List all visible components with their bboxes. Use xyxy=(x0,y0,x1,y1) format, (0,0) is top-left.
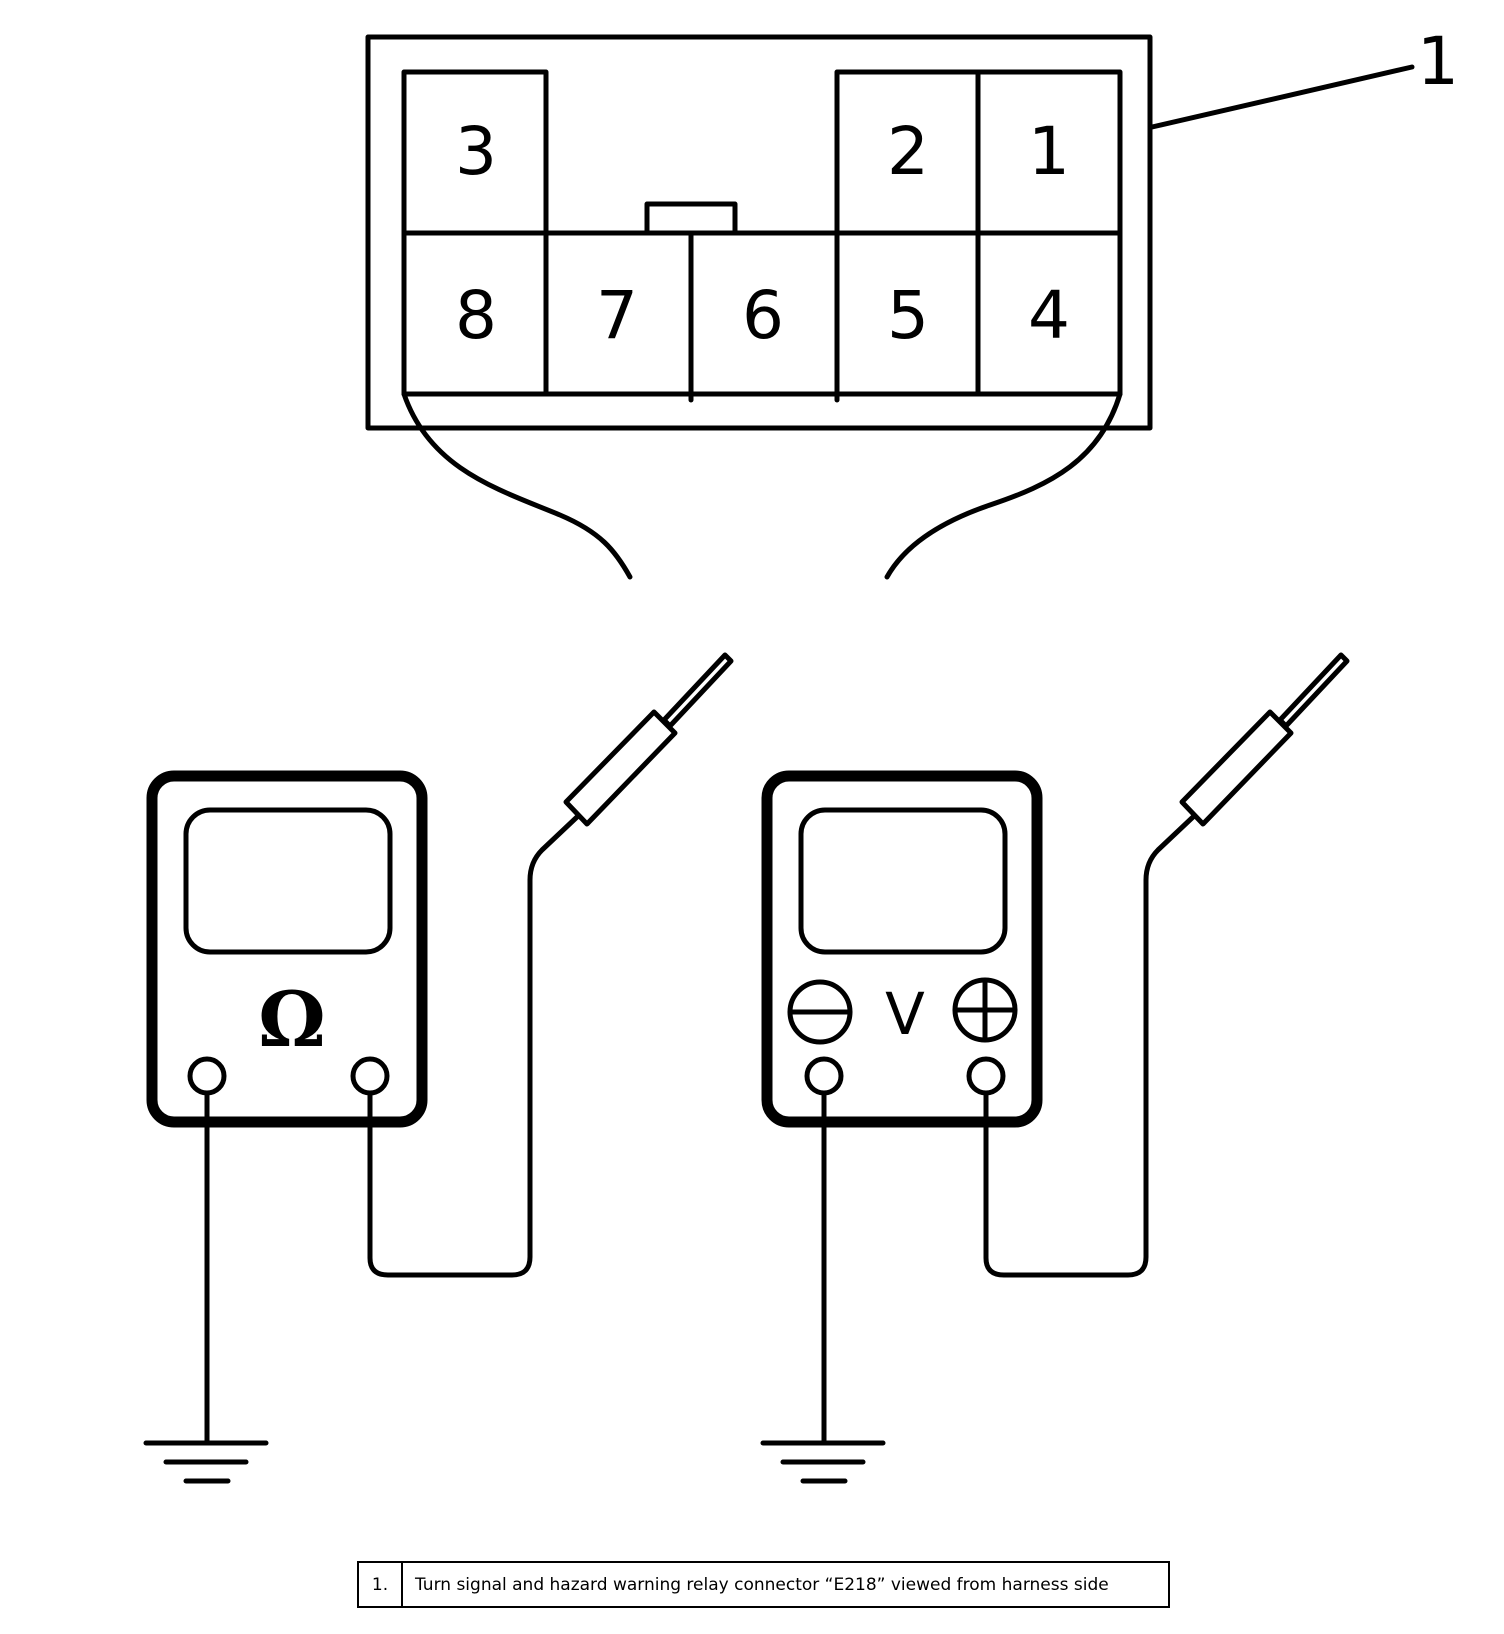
pin-3: 3 xyxy=(455,113,497,190)
pin-4: 4 xyxy=(1028,277,1070,354)
harness-wire-right xyxy=(884,391,1123,580)
ohmmeter-com-terminal xyxy=(187,1056,227,1096)
harness-wire-left xyxy=(401,391,633,580)
pin-5: 5 xyxy=(887,277,929,354)
pin-6: 6 xyxy=(742,277,784,354)
connector-housing xyxy=(365,34,1153,431)
legend-text: Turn signal and hazard warning relay con… xyxy=(415,1574,1109,1595)
pin-8: 8 xyxy=(455,277,497,354)
voltmeter-probe xyxy=(1179,652,1350,827)
callout-leader xyxy=(1149,64,1415,130)
ohmmeter-body xyxy=(146,770,428,1128)
voltmeter-body xyxy=(761,770,1043,1128)
ground-symbol-right xyxy=(760,1440,886,1484)
pin-7: 7 xyxy=(596,277,638,354)
ohmmeter-probe xyxy=(563,652,734,827)
voltmeter: V xyxy=(760,652,1350,1484)
ohmmeter-input-terminal xyxy=(350,1056,390,1096)
pin-1: 1 xyxy=(1028,113,1070,190)
ohm-symbol: Ω xyxy=(258,975,326,1064)
voltmeter-com-terminal xyxy=(804,1056,844,1096)
ohmmeter-display xyxy=(183,807,393,955)
connector-face xyxy=(401,69,1123,403)
voltmeter-display xyxy=(798,807,1008,955)
ground-symbol-left xyxy=(143,1440,269,1484)
callout-number: 1 xyxy=(1417,23,1459,100)
ohmmeter: Ω xyxy=(143,652,734,1484)
plus-circle-icon xyxy=(952,977,1018,1043)
pin-2: 2 xyxy=(887,113,929,190)
legend-table: 1. Turn signal and hazard warning relay … xyxy=(357,1561,1170,1608)
voltmeter-input-terminal xyxy=(966,1056,1006,1096)
legend-number: 1. xyxy=(359,1563,403,1606)
volt-symbol: V xyxy=(885,980,925,1048)
minus-circle-icon xyxy=(787,979,853,1045)
